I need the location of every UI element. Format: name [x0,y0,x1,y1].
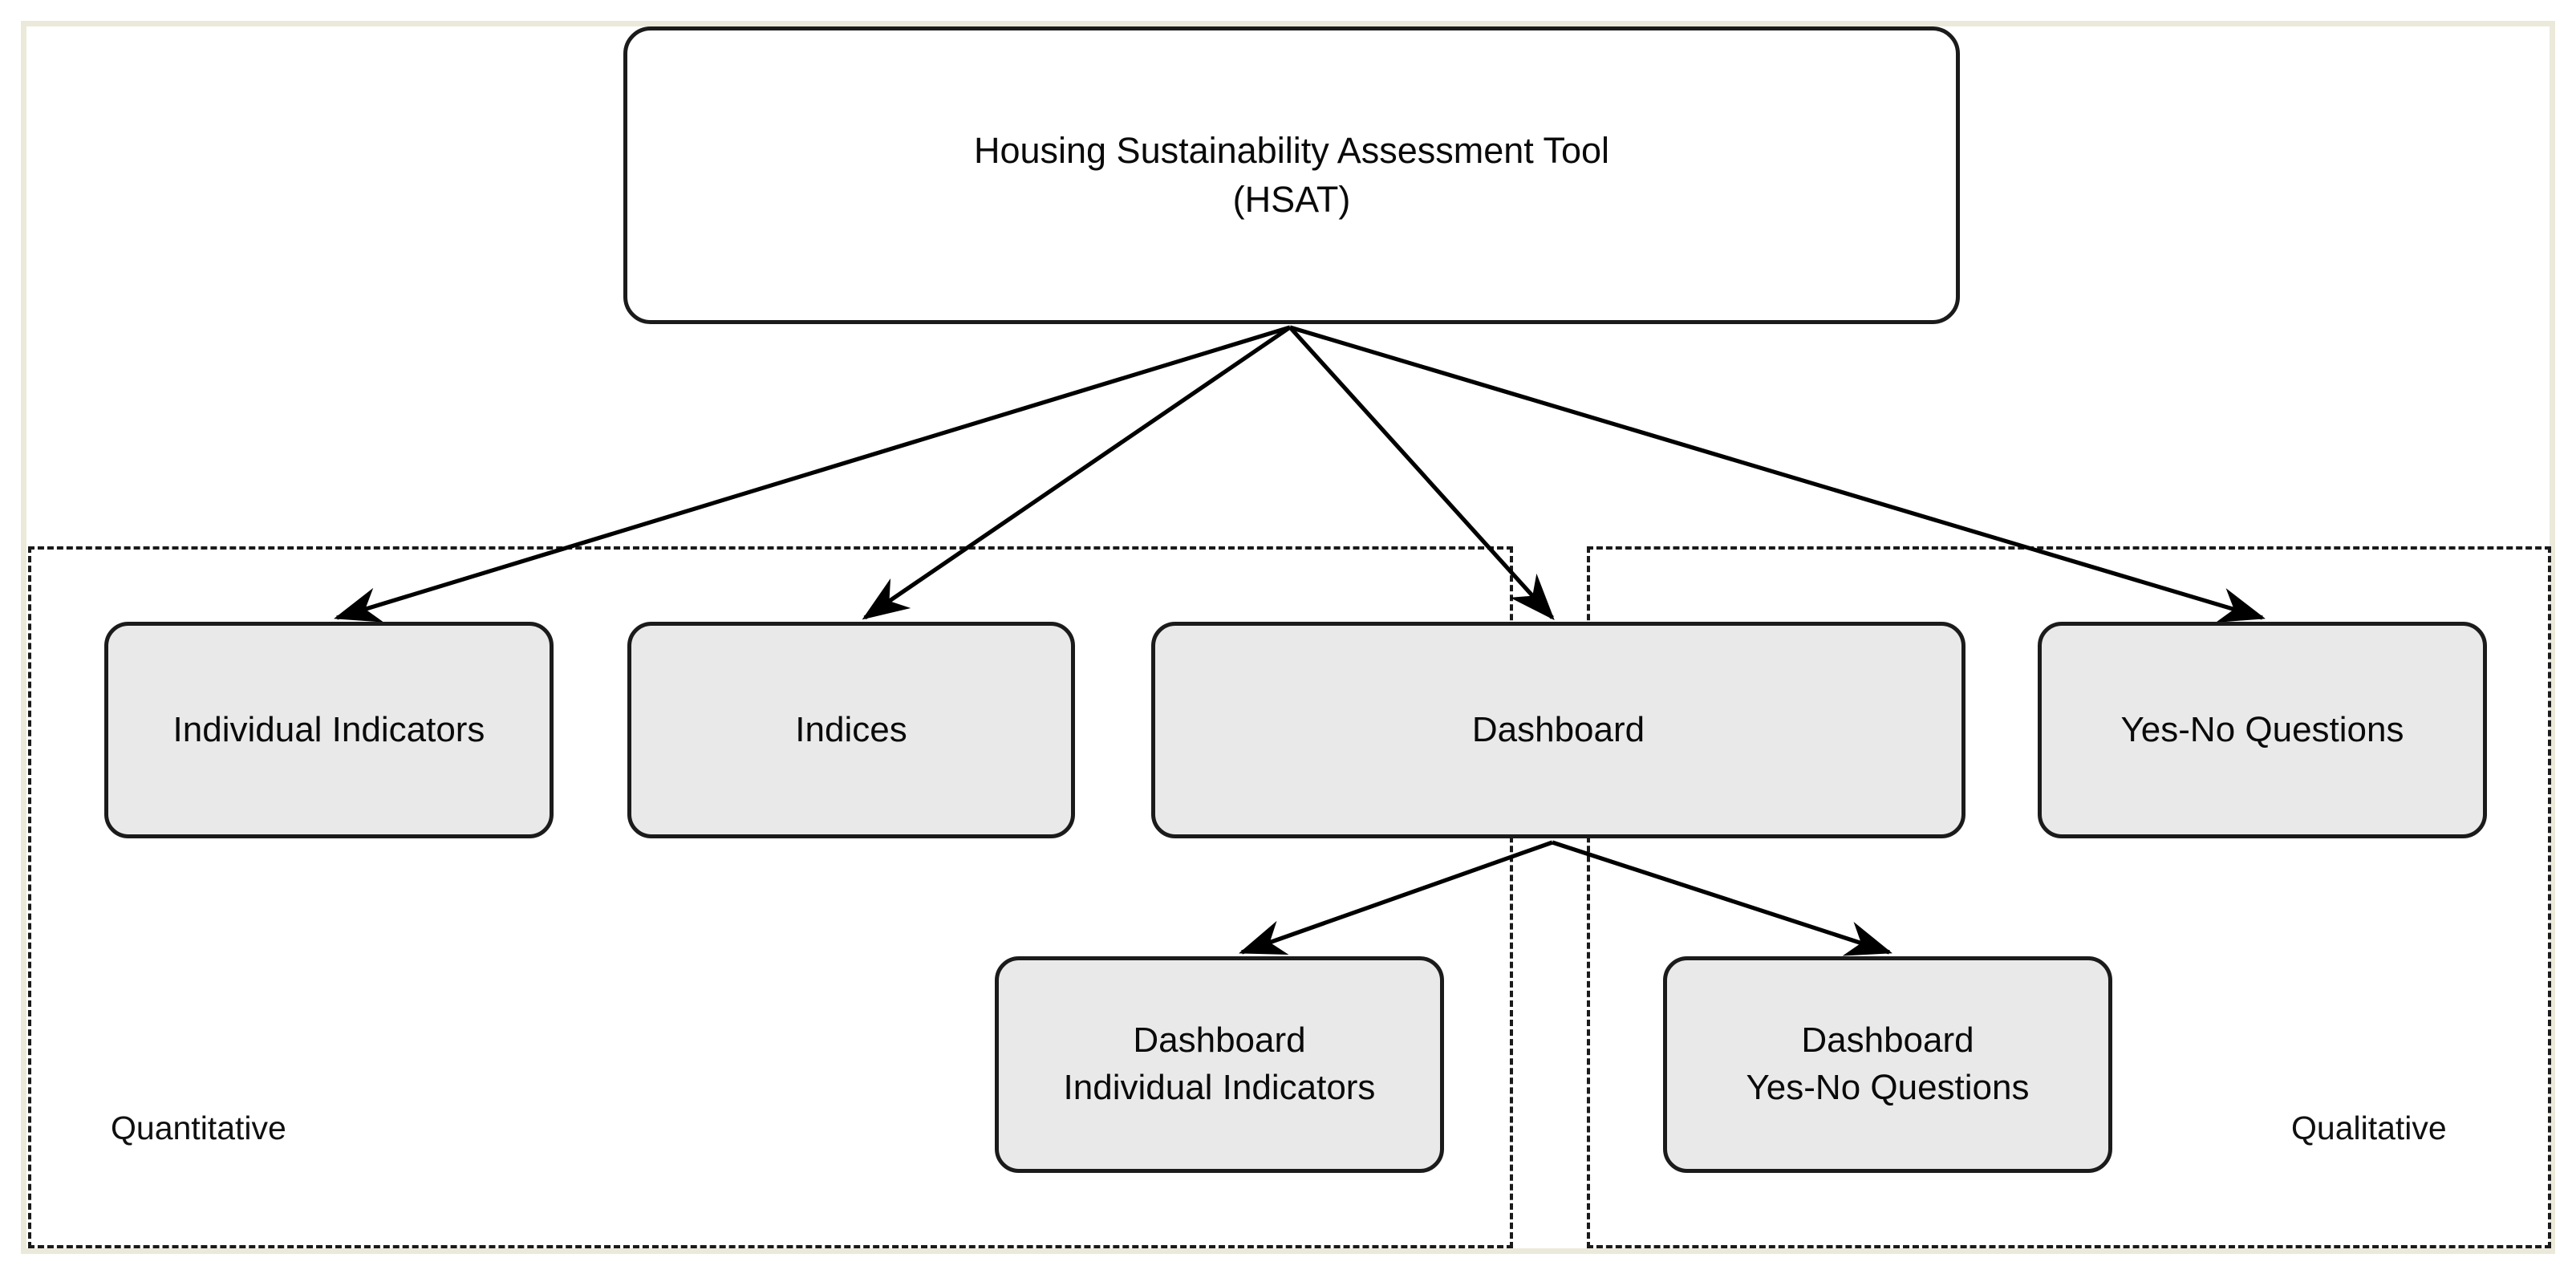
node-individual-indicators[interactable]: Individual Indicators [104,622,554,838]
node-dashboard-individual-indicators[interactable]: Dashboard Individual Indicators [995,956,1444,1173]
node-yes-no-questions[interactable]: Yes-No Questions [2038,622,2487,838]
node-indices[interactable]: Indices [627,622,1075,838]
node-dashboard-yes-no-questions[interactable]: Dashboard Yes-No Questions [1663,956,2112,1173]
group-label-qualitative: Qualitative [2291,1110,2447,1146]
node-dashboard[interactable]: Dashboard [1151,622,1965,838]
group-label-quantitative: Quantitative [111,1110,286,1146]
node-hsat[interactable]: Housing Sustainability Assessment Tool (… [623,26,1960,324]
